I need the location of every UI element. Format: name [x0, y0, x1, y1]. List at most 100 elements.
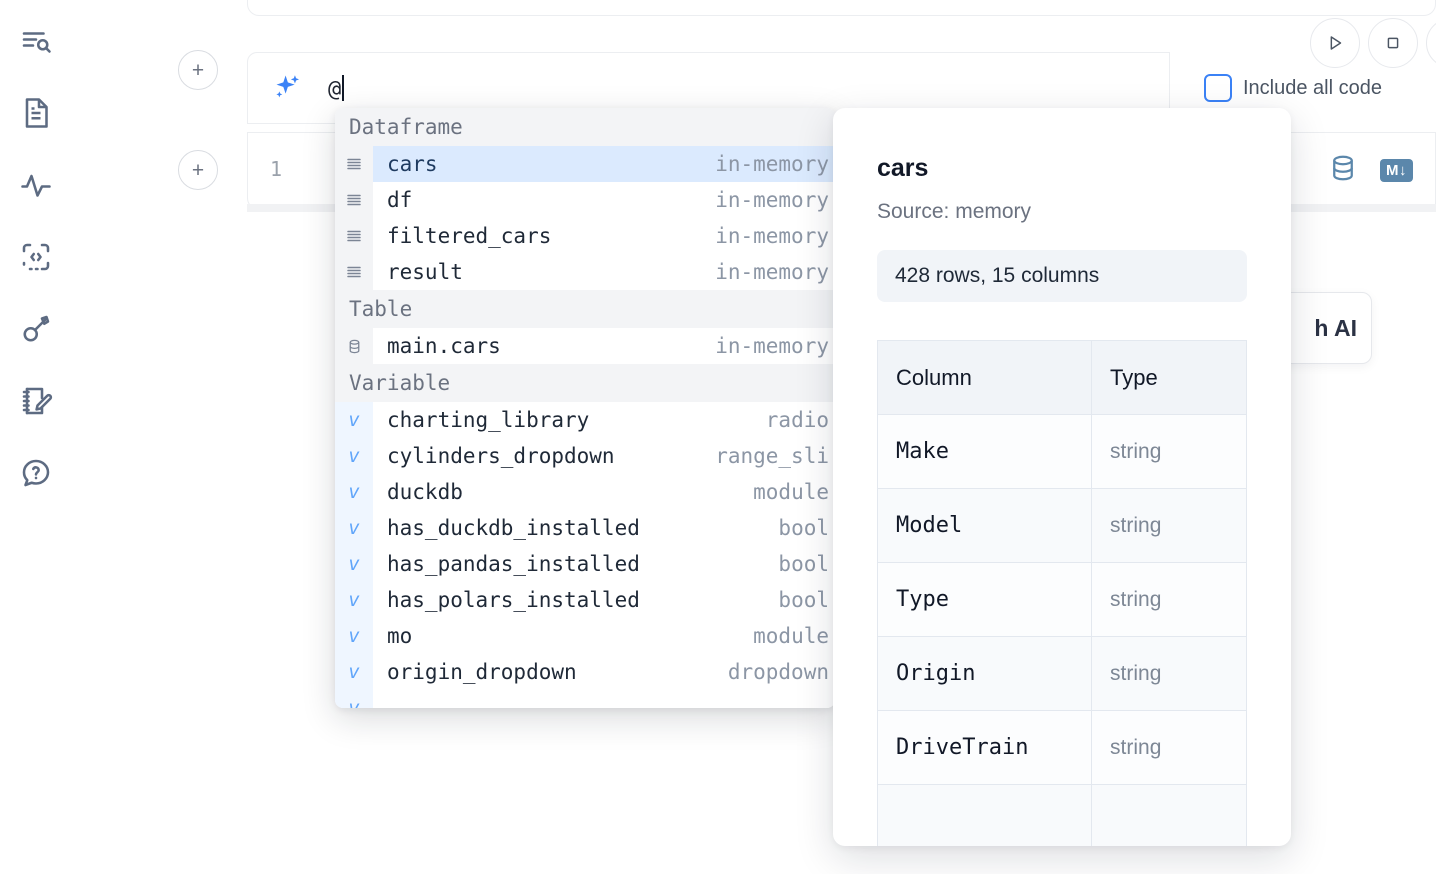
variable-icon: v [335, 402, 373, 438]
variable-icon: v [335, 690, 373, 708]
autocomplete-item-partial[interactable]: v [335, 690, 835, 708]
preview-column-header: Type [1091, 340, 1247, 415]
autocomplete-item-name: df [387, 188, 413, 212]
autocomplete-item-name: origin_dropdown [387, 660, 577, 684]
autocomplete-group-header: Dataframe [335, 108, 835, 146]
autocomplete-item-type: in-memory [715, 188, 829, 212]
autocomplete-item-name: main.cars [387, 334, 501, 358]
preview-column-type: string [1091, 636, 1247, 711]
autocomplete-item-type: radio [765, 408, 829, 432]
autocomplete-item-name: filtered_cars [387, 224, 552, 248]
database-icon [335, 328, 373, 364]
file-text-icon[interactable] [14, 90, 58, 136]
previous-cell-edge [247, 0, 1436, 16]
preview-column-name [876, 784, 1093, 846]
code-snippet-icon[interactable] [14, 234, 58, 280]
play-icon[interactable] [1310, 18, 1360, 68]
autocomplete-item-body: filtered_cars in-memory [373, 218, 835, 254]
include-all-code-row[interactable]: Include all code [1204, 74, 1382, 102]
overflow-button[interactable] [1426, 18, 1436, 68]
preview-stats: 428 rows, 15 columns [877, 250, 1247, 302]
preview-column-type [1091, 784, 1247, 846]
stop-icon[interactable] [1368, 18, 1418, 68]
ai-prompt-input[interactable]: @ [328, 74, 345, 102]
line-number: 1 [270, 157, 283, 181]
run-controls [1310, 18, 1436, 68]
outline-search-icon[interactable] [14, 18, 58, 64]
scratchpad-edit-icon[interactable] [14, 378, 58, 424]
variable-icon: v [335, 510, 373, 546]
autocomplete-item-type: bool [778, 588, 829, 612]
dataframe-rows-icon [335, 254, 373, 290]
key-icon[interactable] [14, 306, 58, 352]
preview-column-name: DriveTrain [876, 710, 1093, 785]
autocomplete-item-type: in-memory [715, 224, 829, 248]
autocomplete-item-type: range_sli [715, 444, 829, 468]
autocomplete-item-body [373, 690, 835, 708]
preview-column-type: string [1091, 414, 1247, 489]
autocomplete-group-header: Table [335, 290, 835, 328]
preview-column-name: Origin [876, 636, 1093, 711]
autocomplete-item-body: duckdb module [373, 474, 835, 510]
dataframe-rows-icon [335, 182, 373, 218]
add-cell-above-button[interactable]: + [178, 50, 218, 90]
autocomplete-item-body: mo module [373, 618, 835, 654]
variable-icon: v [335, 654, 373, 690]
autocomplete-item-name: duckdb [387, 480, 463, 504]
cell-toolbar: M↓ [1328, 153, 1413, 188]
preview-title: cars [877, 154, 929, 182]
autocomplete-item-type: module [753, 624, 829, 648]
markdown-badge[interactable]: M↓ [1380, 159, 1413, 182]
autocomplete-group-header: Variable [335, 364, 835, 402]
ai-prompt-value: @ [328, 76, 342, 102]
autocomplete-item-name: has_duckdb_installed [387, 516, 640, 540]
autocomplete-item[interactable]: df in-memory [335, 182, 835, 218]
autocomplete-item-type: bool [778, 552, 829, 576]
dataframe-rows-icon [335, 146, 373, 182]
table-row-partial [876, 784, 1247, 846]
autocomplete-item[interactable]: filtered_cars in-memory [335, 218, 835, 254]
autocomplete-item-name: mo [387, 624, 413, 648]
preview-column-name: Make [876, 414, 1093, 489]
autocomplete-item[interactable]: v charting_library radio [335, 402, 835, 438]
autocomplete-item-type: bool [778, 516, 829, 540]
database-icon[interactable] [1328, 153, 1358, 188]
preview-column-name: Model [876, 488, 1093, 563]
autocomplete-item-type: module [753, 480, 829, 504]
help-chat-icon[interactable] [14, 450, 58, 496]
autocomplete-item-body: charting_library radio [373, 402, 835, 438]
activity-pulse-icon[interactable] [14, 162, 58, 208]
dataframe-rows-icon [335, 218, 373, 254]
variable-icon: v [335, 582, 373, 618]
preview-column-type: string [1091, 710, 1247, 785]
autocomplete-item-type: in-memory [715, 260, 829, 284]
autocomplete-item-body: df in-memory [373, 182, 835, 218]
autocomplete-item-name: charting_library [387, 408, 590, 432]
add-cell-below-button[interactable]: + [178, 150, 218, 190]
preview-column-name: Type [876, 562, 1093, 637]
autocomplete-item[interactable]: v has_duckdb_installed bool [335, 510, 835, 546]
include-all-code-checkbox[interactable] [1204, 74, 1232, 102]
